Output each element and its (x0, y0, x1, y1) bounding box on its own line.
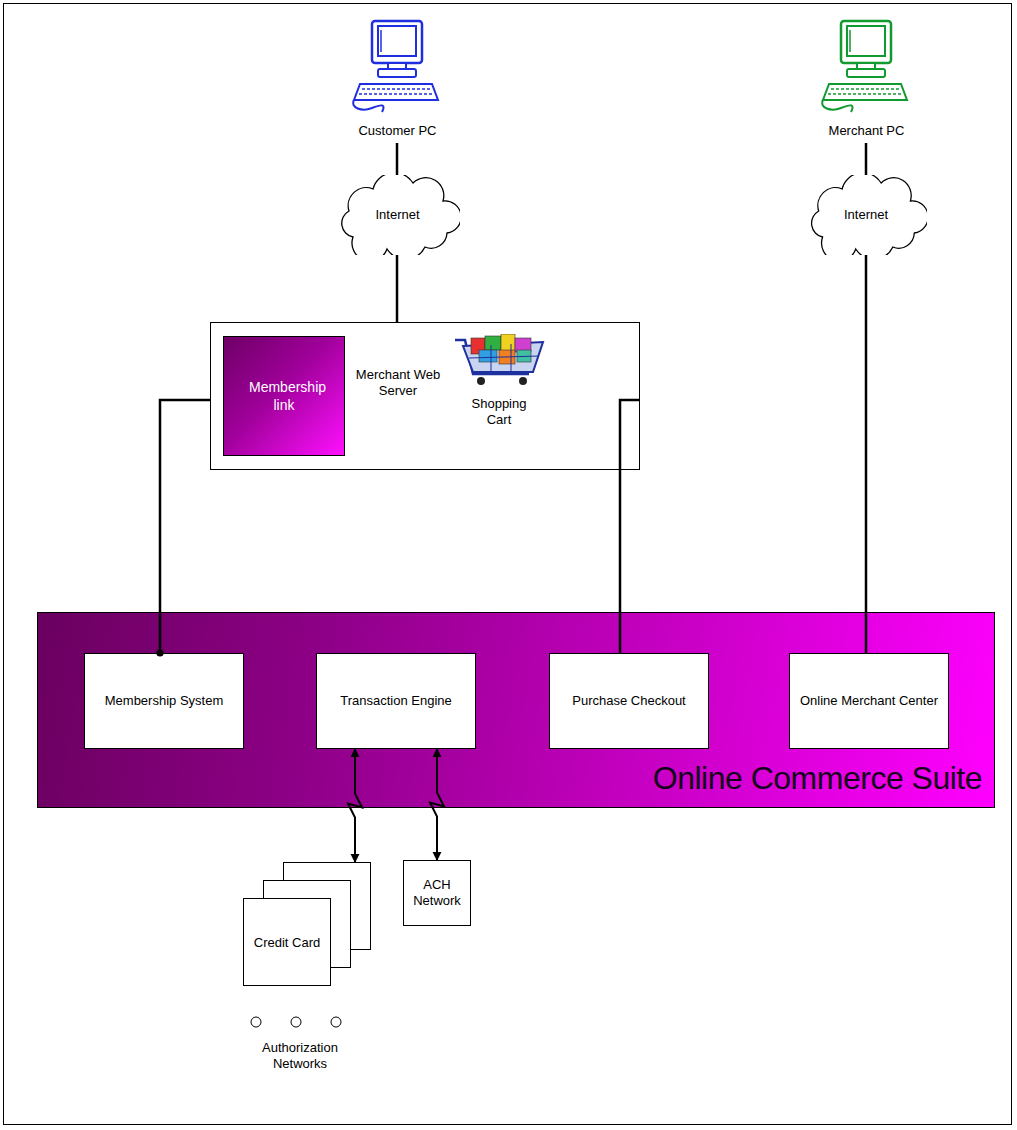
process-box: Transaction Engine (316, 653, 476, 749)
card-label: Credit Card (252, 935, 322, 951)
cart-label: Shopping Cart (464, 396, 534, 428)
connector-line (348, 749, 362, 862)
customer-pc: Customer PC (340, 18, 455, 143)
cloud-label: Internet (844, 207, 888, 223)
box-label: Membership System (105, 693, 223, 709)
box-label: Online Merchant Center (800, 693, 938, 709)
connector-line (160, 400, 210, 653)
commerce-suite-band: Online Commerce Suite Membership System Tr… (37, 612, 995, 808)
process-box: Membership System (84, 653, 244, 749)
connector-line (620, 400, 640, 653)
connector-line (865, 255, 868, 653)
box-label: ACH Network (410, 877, 464, 909)
stacked-pages (243, 862, 373, 986)
cloud-label: Internet (375, 207, 419, 223)
network-dot (331, 1017, 341, 1027)
cart-icon (451, 334, 547, 386)
network-dot (291, 1017, 301, 1027)
connector-line (396, 255, 399, 322)
internet-cloud: Internet (335, 175, 460, 255)
network-label: Authorization Networks (255, 1040, 345, 1072)
outer-border (4, 4, 1012, 1125)
process-box: ACH Network (403, 860, 471, 926)
connector-line (396, 143, 399, 175)
shopping-cart: Shopping Cart (449, 334, 549, 446)
pc-icon (821, 18, 911, 114)
connector-line (865, 143, 868, 175)
web-server-box: Merchant Web Server Membership linkShoppi… (210, 322, 640, 470)
merchant-pc: Merchant PC (809, 18, 924, 143)
link-label: Membership link (249, 378, 319, 414)
pc-icon (352, 18, 442, 114)
network-dot (251, 1017, 261, 1027)
process-box: Online Merchant Center (789, 653, 949, 749)
band-title: Online Commerce Suite (653, 759, 982, 797)
pc-label: Merchant PC (809, 123, 924, 139)
connector-line (430, 749, 444, 860)
front-page: Credit Card (243, 899, 331, 986)
box-label: Purchase Checkout (572, 693, 685, 709)
internet-cloud: Internet (805, 175, 927, 255)
server-label: Merchant Web Server (353, 367, 443, 399)
pc-label: Customer PC (340, 123, 455, 139)
credit-card-stack: Credit Card (243, 862, 373, 986)
process-box: Purchase Checkout (549, 653, 709, 749)
box-label: Transaction Engine (340, 693, 452, 709)
membership-link-box: Membership link (223, 336, 345, 456)
